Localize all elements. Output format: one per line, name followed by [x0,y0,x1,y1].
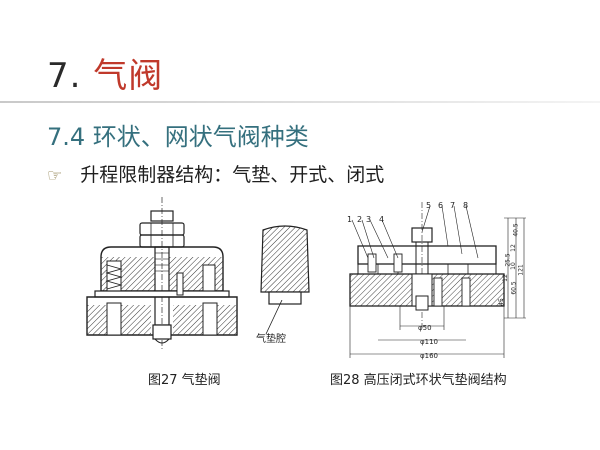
bullet-line: ☞ 升程限制器结构：气垫、开式、闭式 [47,163,384,188]
fig28-drawing [349,202,526,358]
slide-title: 7. 气阀 [47,56,163,96]
part-leader-line [265,300,283,335]
fig28-dimension: 12 [509,244,517,252]
fig28-callout: 3 [366,215,372,224]
fig27-caption: 图27 气垫阀 [148,373,221,388]
fig27-part-label: 气垫腔 [256,334,286,345]
fig28-caption: 图28 高压闭式环状气垫阀结构 [330,373,507,388]
fig28-dimension: 45 [497,298,505,306]
fig28-callout: 4 [379,215,385,224]
fig28-dimension: 121 [517,264,525,276]
fig28-dimension: 60.5 [510,281,518,295]
section-subtitle: 7.4 环状、网状气阀种类 [47,123,309,151]
title-text: 气阀 [93,56,164,96]
fig28-callout: 8 [463,201,469,210]
fig28-callout: 5 [426,201,432,210]
fig28-dimension: φ160 [420,352,438,360]
fig28-dimension: φ110 [420,338,438,346]
fig28-dimension: φ50 [418,324,432,332]
pointing-hand-icon: ☞ [47,166,63,186]
bullet-text: 升程限制器结构：气垫、开式、闭式 [80,164,385,186]
fig27-drawing [86,197,238,351]
fig28-callout: 7 [450,201,456,210]
title-number: 7. [47,56,82,96]
fig28-callout: 2 [357,215,363,224]
fig28-dimension: 40.5 [512,223,520,237]
cushion-ring-drawing [260,225,310,305]
title-divider [0,101,600,103]
fig28-callout: 1 [347,215,353,224]
fig28-callout: 6 [438,201,444,210]
